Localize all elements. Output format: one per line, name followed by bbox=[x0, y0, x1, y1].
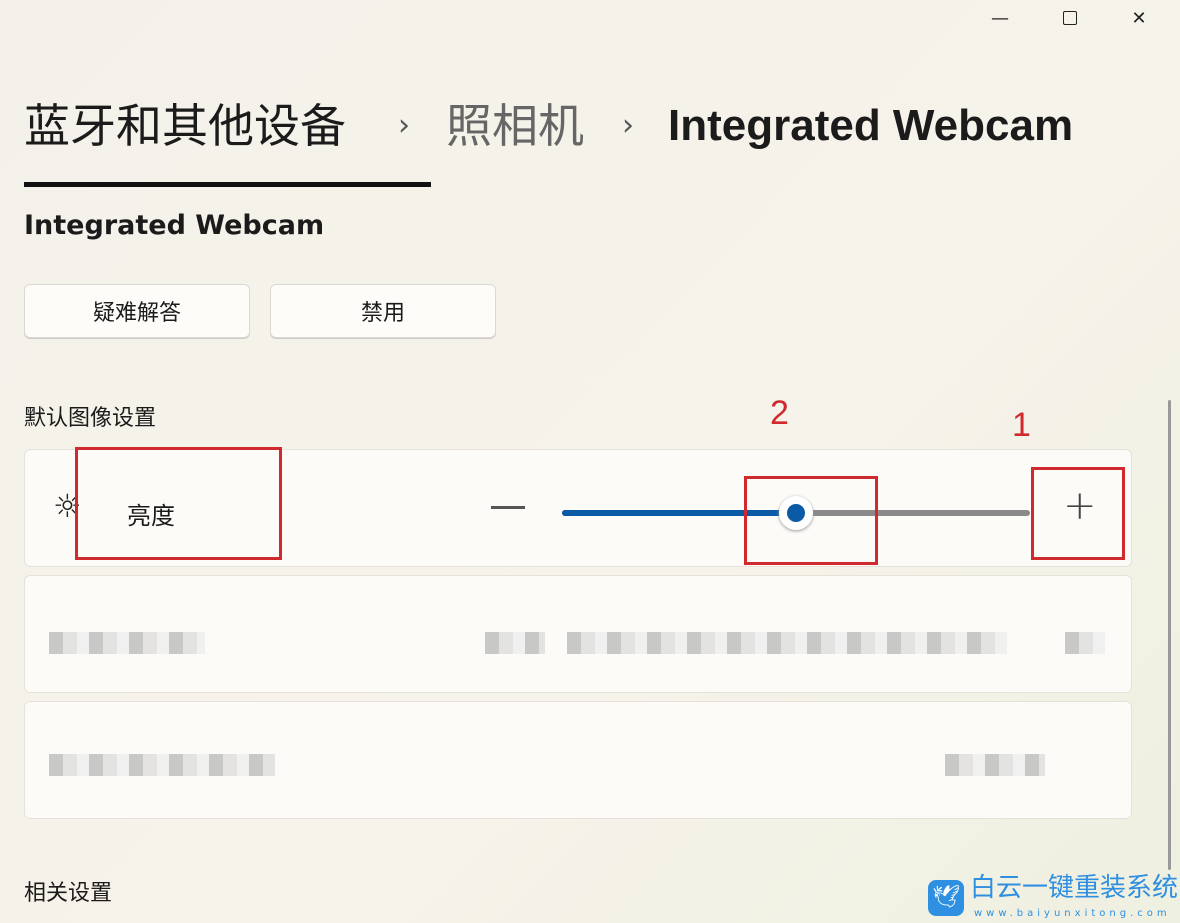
page-title: Integrated Webcam bbox=[668, 101, 1074, 150]
close-button[interactable]: ✕ bbox=[1116, 0, 1162, 36]
decrease-button[interactable] bbox=[491, 506, 525, 509]
scrollbar[interactable] bbox=[1168, 400, 1171, 870]
increase-button[interactable]: + bbox=[1063, 483, 1097, 529]
disable-button[interactable]: 禁用 bbox=[270, 284, 496, 338]
blurred-setting-row bbox=[24, 575, 1132, 693]
minimize-button[interactable]: — bbox=[977, 0, 1023, 36]
brightness-slider[interactable] bbox=[562, 496, 1030, 530]
maximize-button[interactable] bbox=[1047, 0, 1093, 36]
section-heading: 相关设置 bbox=[24, 881, 113, 906]
divider bbox=[24, 182, 431, 187]
troubleshoot-button[interactable]: 疑难解答 bbox=[24, 284, 250, 338]
chevron-right-icon: › bbox=[398, 108, 410, 143]
slider-fill bbox=[562, 510, 796, 516]
watermark-title: 白云一键重装系统 bbox=[970, 873, 1179, 903]
brightness-label: 亮度 bbox=[127, 502, 175, 530]
chevron-right-icon: › bbox=[622, 108, 634, 143]
annotation-box bbox=[1031, 467, 1125, 560]
bird-logo-icon: 🕊 bbox=[928, 880, 964, 916]
device-name: Integrated Webcam bbox=[24, 210, 325, 241]
annotation-box bbox=[744, 476, 878, 565]
breadcrumb-item-camera[interactable]: 照相机 bbox=[446, 99, 584, 153]
section-heading: 默认图像设置 bbox=[24, 406, 157, 431]
close-icon: ✕ bbox=[1131, 7, 1147, 29]
maximize-icon bbox=[1063, 11, 1077, 25]
watermark-url: www.baiyunxitong.com bbox=[974, 908, 1171, 919]
minimize-icon: — bbox=[991, 7, 1009, 29]
brightness-card: ☼ 亮度 + bbox=[24, 449, 1132, 567]
annotation-box bbox=[75, 447, 282, 560]
breadcrumb-item-bluetooth[interactable]: 蓝牙和其他设备 bbox=[24, 99, 346, 153]
blurred-setting-row bbox=[24, 701, 1132, 819]
annotation-label: 1 bbox=[1012, 406, 1031, 444]
annotation-label: 2 bbox=[770, 394, 789, 432]
slider-thumb[interactable] bbox=[779, 496, 813, 530]
